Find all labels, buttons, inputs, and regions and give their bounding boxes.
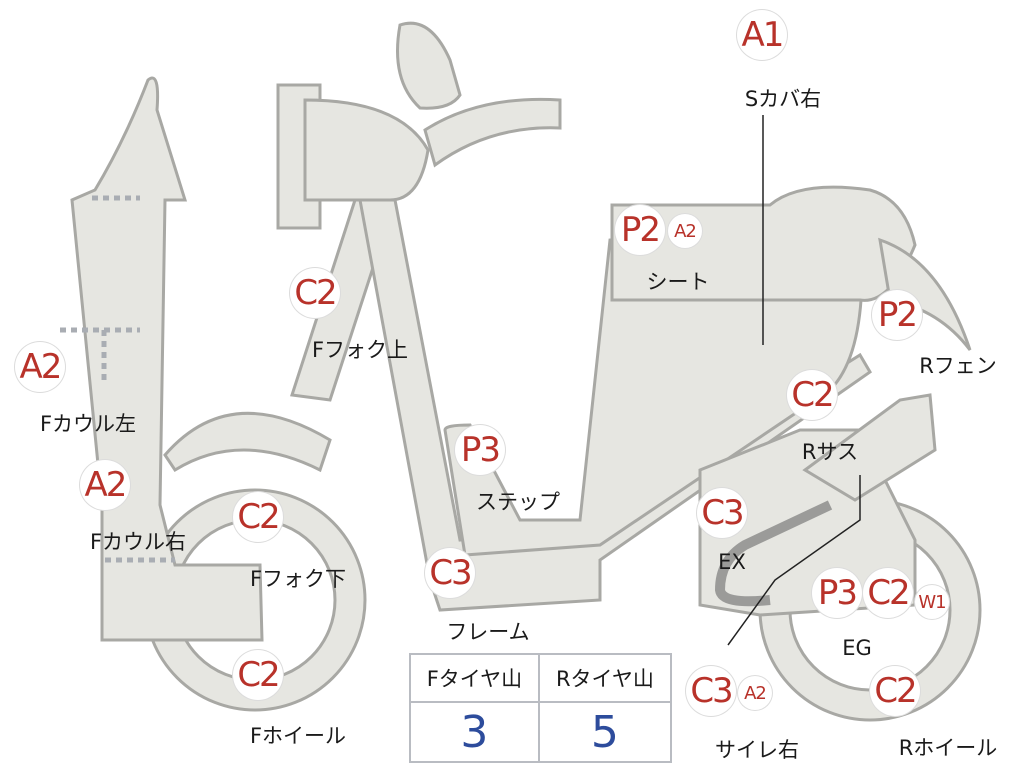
head-cover-shape: [303, 98, 430, 202]
front-cowl-left-rating-badge: A2: [15, 342, 65, 392]
muffler-right-rating-badge: C3: [686, 666, 736, 716]
front-cowl-left-label: Fカウル左: [39, 412, 137, 436]
front-cowl-right-rating-badge: A2: [80, 460, 130, 510]
windshield-shape: [396, 21, 462, 110]
rear-tire-value: 5: [537, 701, 673, 763]
front-wheel-rating-badge: C2: [233, 650, 283, 700]
rear-suspension-rating-badge: C2: [787, 370, 837, 420]
step-rating-badge: P3: [455, 425, 505, 475]
engine-rating-badge: C2: [863, 568, 913, 618]
front-wheel-label: Fホイール: [249, 724, 347, 748]
muffler-right-label: サイレ右: [715, 738, 799, 762]
front-fender-shape: [163, 411, 332, 473]
front-tire-value: 3: [409, 701, 540, 763]
engine-label: EG: [842, 636, 872, 660]
exhaust-shape: [714, 500, 833, 607]
rear-suspension-label: Rサス: [801, 440, 859, 464]
rear-tire-header: Rタイヤ山: [537, 653, 673, 703]
rear-fender-label: Rフェン: [919, 354, 997, 378]
rear-shock-shape: [802, 393, 937, 502]
exhaust-label: EX: [718, 550, 746, 574]
front-fork-upper-rating-badge: C2: [290, 268, 340, 318]
front-fork-lower-rating-badge: C2: [233, 492, 283, 542]
seat-rating-badge: A2: [668, 214, 702, 248]
rear-wheel-rating-badge: C2: [870, 666, 920, 716]
step-label: ステップ: [476, 490, 560, 514]
seat-rating-badge: P2: [615, 205, 665, 255]
front-fork-upper-label: Fフォク上: [311, 338, 409, 362]
front-cowl-right-label: Fカウル右: [89, 530, 187, 554]
tire-tread-table: Fタイヤ山 Rタイヤ山 3 5: [409, 653, 673, 763]
s-cover-right-rating-badge: A1: [737, 10, 787, 60]
exhaust-rating-badge: C3: [697, 488, 747, 538]
rear-fender-rating-badge: P2: [872, 290, 922, 340]
muffler-right-rating-badge: A2: [738, 676, 772, 710]
handlebar-shape: [423, 97, 562, 168]
rear-wheel-label: Rホイール: [898, 736, 998, 760]
frame-label: フレーム: [446, 620, 530, 644]
front-tire-header: Fタイヤ山: [409, 653, 540, 703]
engine-rating-badge: P3: [812, 568, 862, 618]
seat-label: シート: [646, 270, 710, 294]
front-fork-lower-label: Fフォク下: [249, 567, 347, 591]
frame-rating-badge: C3: [425, 548, 475, 598]
engine-rating-badge: W1: [915, 585, 949, 619]
s-cover-right-label: Sカバ右: [744, 87, 822, 111]
